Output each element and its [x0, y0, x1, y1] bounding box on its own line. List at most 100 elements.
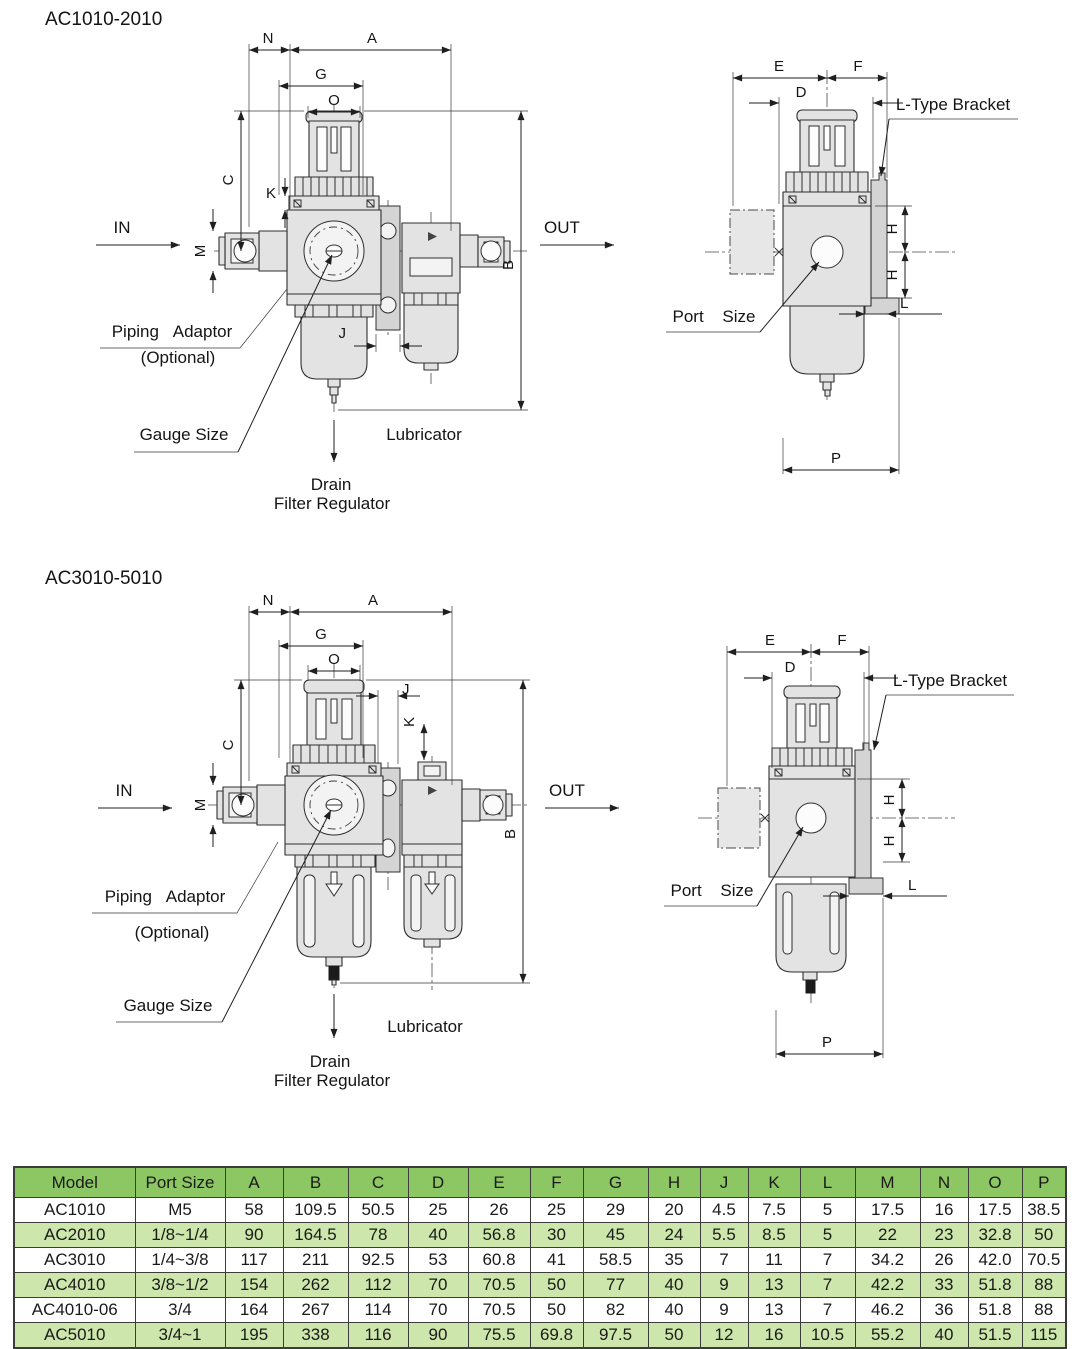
piping-adaptor-right [461, 788, 513, 822]
filter-bowl [789, 305, 865, 397]
piping-adaptor-left [216, 784, 286, 826]
optional-label: (Optional) [135, 923, 210, 942]
column-header: H [647, 1166, 701, 1198]
sight-slot [829, 891, 840, 955]
cell: 46.2 [854, 1297, 921, 1323]
dim-label-h: H [881, 795, 898, 806]
cell: 115 [1021, 1322, 1067, 1349]
cell: 25 [407, 1197, 469, 1223]
cell: 13 [747, 1272, 801, 1298]
cell: 17.5 [967, 1197, 1023, 1223]
regulator-knob [303, 679, 365, 746]
cell: 5 [799, 1222, 856, 1248]
cell: 13 [747, 1297, 801, 1323]
cell: 50.5 [347, 1197, 409, 1223]
cell: 112 [347, 1272, 409, 1298]
cell: 41 [529, 1247, 584, 1273]
cell: 3/4 [134, 1297, 226, 1323]
cell: 90 [407, 1322, 469, 1349]
cell: AC5010 [13, 1322, 136, 1349]
cell: 10.5 [799, 1322, 856, 1349]
cell: 16 [919, 1197, 969, 1223]
column-header: Model [13, 1166, 136, 1198]
cell: 114 [347, 1297, 409, 1323]
cell: 50 [529, 1297, 584, 1323]
filter-regulator-label: Filter Regulator [274, 494, 391, 513]
column-header: J [699, 1166, 749, 1198]
ac1010-side-view: E F D H H L P L-Type Bracket Port Size [666, 58, 1018, 474]
cell: 3/4~1 [134, 1322, 226, 1349]
cell: 78 [347, 1222, 409, 1248]
cell: 69.8 [529, 1322, 584, 1349]
cell: 195 [224, 1322, 284, 1349]
bowl-skirts [286, 292, 459, 318]
cell: 70 [407, 1272, 469, 1298]
dim-label-m: M [192, 245, 209, 258]
cell: 50 [529, 1272, 584, 1298]
bonnet [288, 195, 380, 211]
cell: 50 [647, 1322, 701, 1349]
section-title: AC3010-5010 [45, 568, 162, 589]
lubricator-label: Lubricator [386, 425, 462, 444]
cell: 7 [799, 1247, 856, 1273]
pressure-gauge [303, 220, 365, 282]
technical-drawings: AC1010-2010 [45, 9, 1018, 1090]
dim-label-n: N [263, 30, 274, 47]
dim-label-e: E [765, 632, 775, 649]
cell: 34.2 [854, 1247, 921, 1273]
adjusting-ring [292, 744, 376, 764]
drain-label: Drain [311, 475, 352, 494]
cell: 1/4~3/8 [134, 1247, 226, 1273]
front-annotations: IN OUT Piping Adaptor (Optional) Gauge S… [96, 218, 614, 513]
dim-label-p: P [822, 1034, 832, 1051]
column-header: B [282, 1166, 349, 1198]
body [760, 778, 856, 878]
drain-fitting [327, 378, 341, 388]
cell: 70.5 [467, 1272, 531, 1298]
sight-slot [782, 891, 793, 955]
cell: 90 [224, 1222, 284, 1248]
cell: 24 [647, 1222, 701, 1248]
port-size-label: Port Size [671, 881, 754, 900]
filter-bowl [300, 316, 368, 404]
cell: 45 [582, 1222, 649, 1248]
cell: 35 [647, 1247, 701, 1273]
cell: 51.8 [967, 1272, 1023, 1298]
filter-bowl [775, 883, 847, 994]
body [774, 205, 872, 307]
phantom-block [717, 787, 761, 849]
cell: 25 [529, 1197, 584, 1223]
dim-label-c: C [220, 174, 237, 185]
port-circle [810, 235, 844, 269]
cell: 82 [582, 1297, 649, 1323]
cell: 53 [407, 1247, 469, 1273]
cell: 12 [699, 1322, 749, 1349]
drain-fitting [819, 373, 835, 383]
cell: 7 [799, 1272, 856, 1298]
port-size-label: Port Size [673, 307, 756, 326]
dim-label-m: M [192, 799, 209, 812]
cell: 58 [224, 1197, 284, 1223]
cell: 36 [919, 1297, 969, 1323]
cell: 109.5 [282, 1197, 349, 1223]
cell: 338 [282, 1322, 349, 1349]
dim-label-o: O [328, 651, 340, 668]
dim-label-j: J [402, 681, 410, 698]
cell: 33 [919, 1272, 969, 1298]
dim-label-c: C [220, 739, 237, 750]
cell: 40 [647, 1297, 701, 1323]
cell: 32.8 [967, 1222, 1023, 1248]
cell: AC2010 [13, 1222, 136, 1248]
cell: 22 [854, 1222, 921, 1248]
cell: 38.5 [1021, 1197, 1067, 1223]
dim-label-l: L [900, 295, 908, 312]
cell: AC4010-06 [13, 1297, 136, 1323]
bonnet [286, 762, 382, 777]
dimension-lines: N A G O C K M B J [192, 30, 528, 411]
column-header: L [799, 1166, 856, 1198]
cell: 50 [1021, 1222, 1067, 1248]
dimension-lines: E F D H H L P [726, 632, 947, 1058]
